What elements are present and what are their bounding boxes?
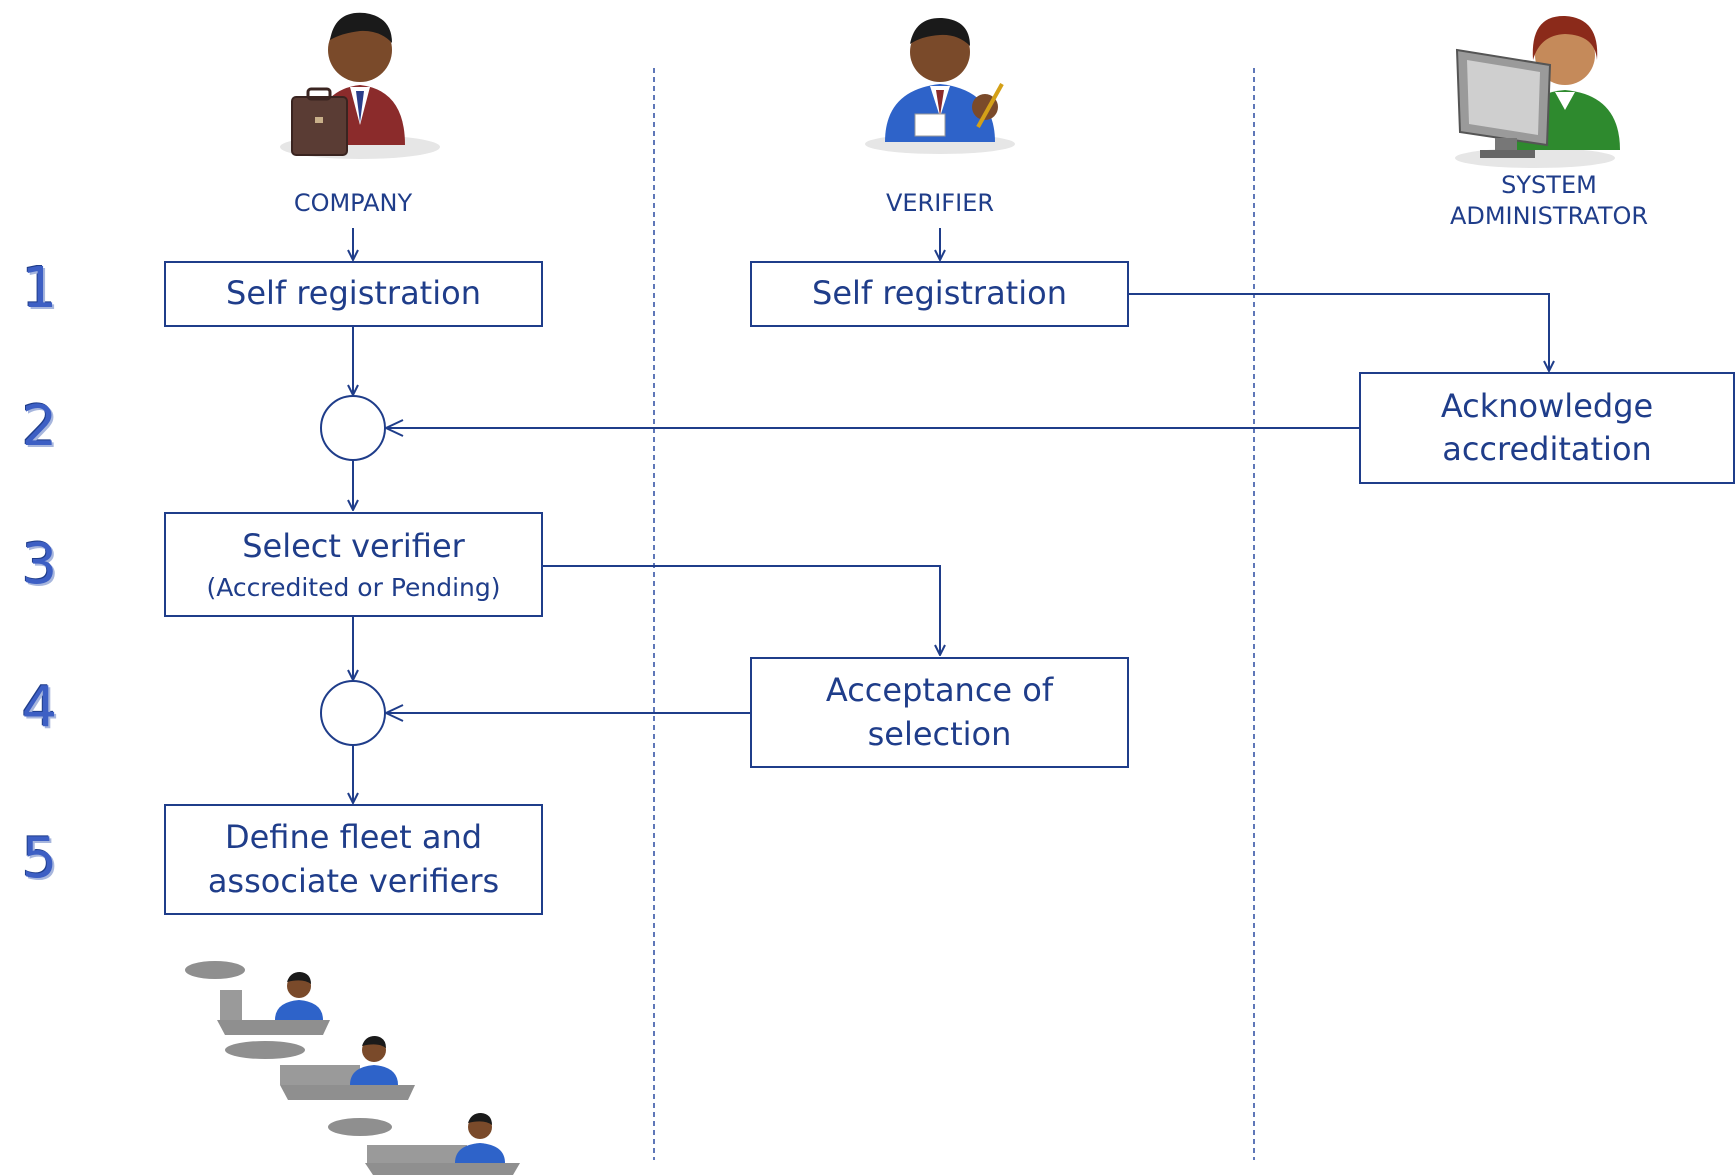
acknowledge-line2: accreditation [1442, 430, 1652, 468]
arrow-select-verifier-to-acceptance [543, 565, 940, 655]
actor-label-sysadmin-line1: SYSTEM [1501, 171, 1597, 199]
actor-label-verifier: VERIFIER [885, 189, 995, 217]
ship-with-verifier-icon [185, 961, 330, 1035]
define-fleet-box: Define fleet and associate verifiers [164, 804, 543, 915]
acceptance-of-selection-box: Acceptance of selection [750, 657, 1129, 768]
select-verifier-label: Select verifier [242, 526, 465, 565]
actor-label-sysadmin: SYSTEM ADMINISTRATOR [1409, 170, 1689, 232]
actor-label-sysadmin-line2: ADMINISTRATOR [1449, 202, 1649, 231]
arrow-verifier-registration-to-acknowledge [1129, 293, 1549, 371]
define-fleet-line2: associate verifiers [207, 861, 500, 900]
businessman-with-briefcase-icon [280, 12, 440, 159]
acceptance-line2: selection [867, 714, 1012, 753]
step-number-3: 3 [21, 532, 58, 597]
actor-label-company: COMPANY [293, 189, 413, 217]
administrator-at-computer-icon [1455, 15, 1620, 168]
merge-point-1 [320, 395, 386, 461]
merge-point-2 [320, 680, 386, 746]
verifier-with-badge-and-pen-icon [865, 17, 1015, 154]
step-number-5: 5 [21, 826, 58, 891]
step-number-1: 1 [21, 256, 58, 321]
ship-with-verifier-icon [225, 1036, 415, 1100]
company-self-registration-box: Self registration [164, 261, 543, 327]
verifier-self-registration-box: Self registration [750, 261, 1129, 327]
step-number-4: 4 [21, 675, 58, 740]
verifier-self-registration-label: Self registration [812, 274, 1067, 313]
company-self-registration-label: Self registration [226, 274, 481, 313]
select-verifier-box: Select verifier (Accredited or Pending) [164, 512, 543, 617]
acceptance-line1: Acceptance of [825, 671, 1054, 710]
step-number-2: 2 [21, 394, 58, 459]
acknowledge-accreditation-box: Acknowledge accreditation [1359, 372, 1735, 484]
acknowledge-line1: Acknowledge [1440, 386, 1654, 425]
connectors [353, 228, 1549, 803]
ship-with-verifier-icon [328, 1113, 520, 1175]
select-verifier-sublabel: (Accredited or Pending) [206, 572, 501, 602]
define-fleet-line1: Define fleet and [224, 818, 483, 857]
